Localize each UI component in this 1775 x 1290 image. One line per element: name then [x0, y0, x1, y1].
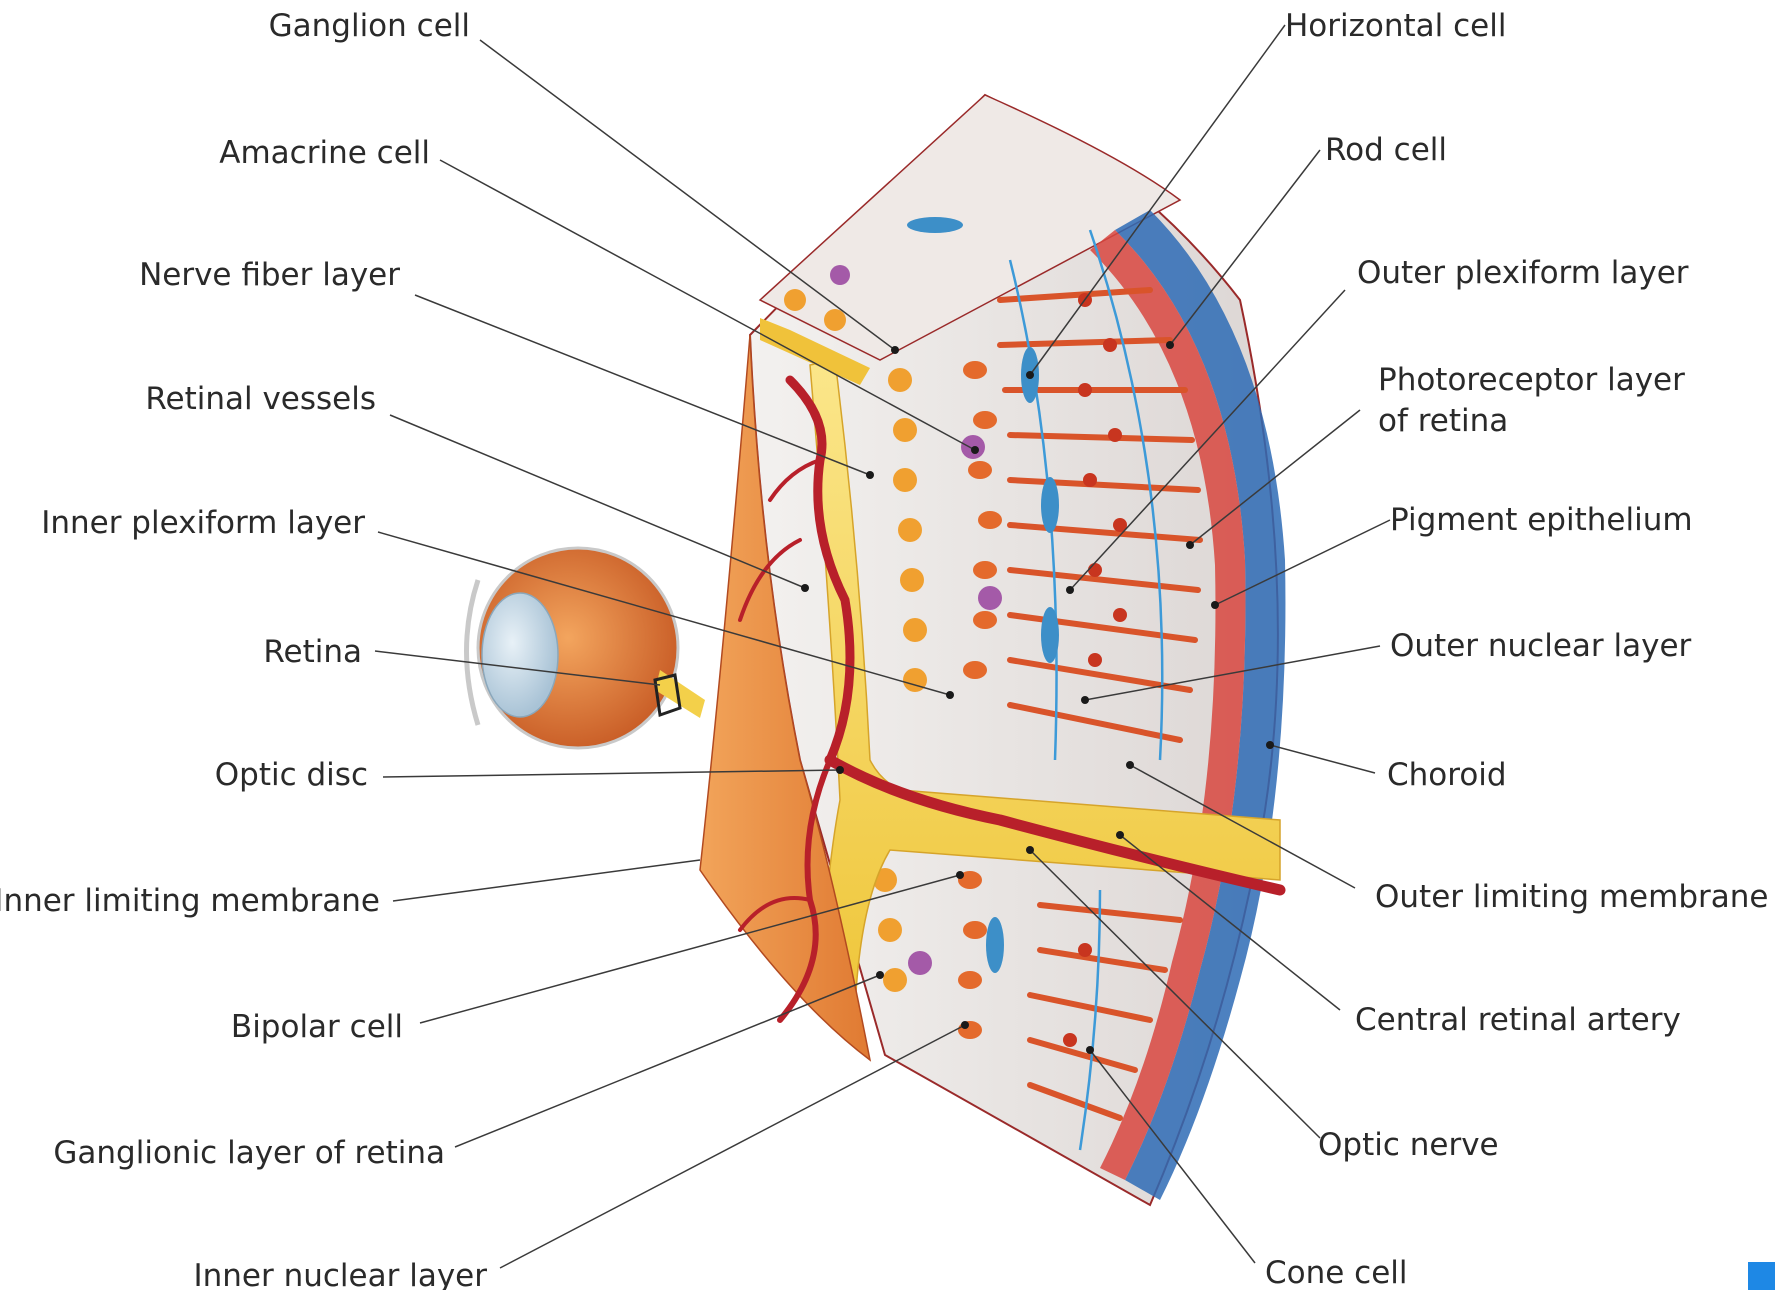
label-horizontal-cell: Horizontal cell: [1285, 8, 1506, 44]
label-optic-disc: Optic disc: [215, 757, 368, 793]
label-choroid: Choroid: [1387, 757, 1507, 793]
label-retinal-vessels: Retinal vessels: [145, 381, 376, 417]
label-photoreceptor-layer: Photoreceptor layer: [1378, 362, 1685, 398]
label-inner-limiting-membrane: Inner limiting membrane: [0, 883, 380, 919]
labels-right: Horizontal cell Rod cell Outer plexiform…: [1265, 8, 1768, 1290]
label-rod-cell: Rod cell: [1325, 132, 1447, 168]
retina-wedge: [700, 95, 1285, 1205]
label-cone-cell: Cone cell: [1265, 1255, 1408, 1290]
label-outer-limiting-membrane: Outer limiting membrane: [1375, 879, 1768, 915]
label-inner-plexiform-layer: Inner plexiform layer: [41, 505, 365, 541]
label-ganglion-cell: Ganglion cell: [269, 8, 470, 44]
label-central-retinal-artery: Central retinal artery: [1355, 1002, 1681, 1038]
label-nerve-fiber-layer: Nerve fiber layer: [139, 257, 400, 293]
label-outer-nuclear-layer: Outer nuclear layer: [1390, 628, 1692, 664]
label-optic-nerve: Optic nerve: [1318, 1127, 1499, 1163]
label-retina: Retina: [263, 634, 362, 670]
label-ganglionic-layer: Ganglionic layer of retina: [53, 1135, 445, 1171]
label-photoreceptor-layer-line2: of retina: [1378, 403, 1508, 439]
labels-left: Ganglion cell Amacrine cell Nerve fiber …: [0, 8, 487, 1290]
corner-badge: [1748, 1262, 1775, 1290]
eye-cornea: [467, 580, 479, 725]
label-pigment-epithelium: Pigment epithelium: [1390, 502, 1693, 538]
eye-overview: [467, 548, 706, 748]
label-bipolar-cell: Bipolar cell: [231, 1009, 403, 1045]
label-inner-nuclear-layer: Inner nuclear layer: [193, 1258, 487, 1290]
eye-lens: [482, 593, 558, 717]
label-outer-plexiform-layer: Outer plexiform layer: [1357, 255, 1689, 291]
label-amacrine-cell: Amacrine cell: [219, 135, 430, 171]
